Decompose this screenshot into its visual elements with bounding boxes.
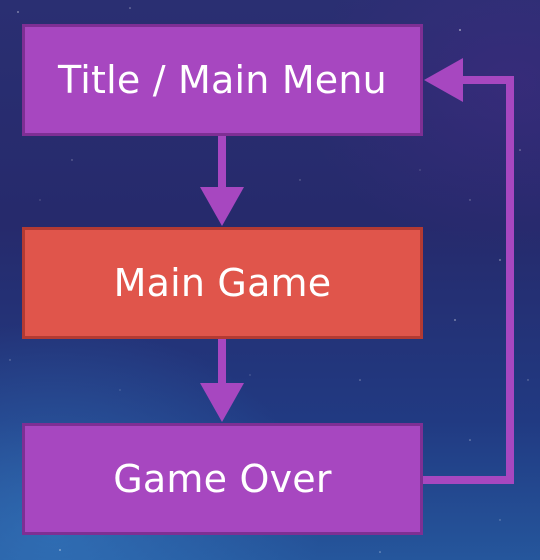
- arrow-game-over-to-title: [423, 58, 514, 484]
- node-label: Title / Main Menu: [58, 58, 387, 102]
- node-label: Game Over: [113, 457, 332, 501]
- node-title-main-menu: Title / Main Menu: [22, 24, 423, 136]
- node-label: Main Game: [113, 261, 332, 305]
- node-game-over: Game Over: [22, 423, 423, 535]
- arrow-title-to-main-game: [200, 136, 244, 226]
- arrow-main-game-to-game-over: [200, 339, 244, 422]
- node-main-game: Main Game: [22, 227, 423, 339]
